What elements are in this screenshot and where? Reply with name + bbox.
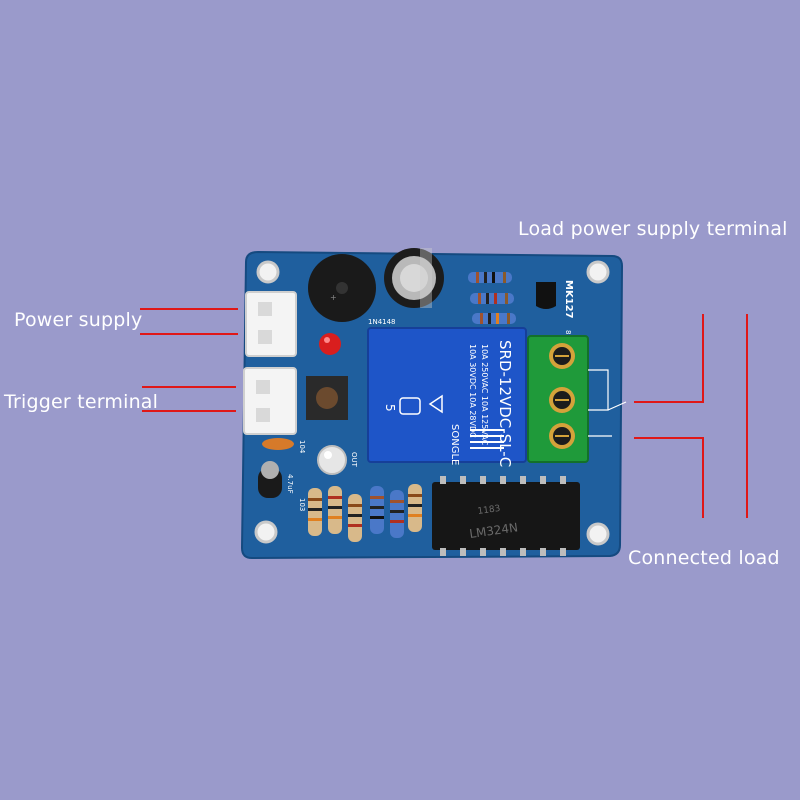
label-47uf: 4.7uF bbox=[286, 474, 294, 494]
svg-text:1183: 1183 bbox=[477, 504, 501, 517]
resistor-bank-bottom bbox=[308, 484, 422, 542]
label-104: 104 bbox=[298, 440, 306, 454]
resistor bbox=[472, 313, 516, 324]
svg-text:10A 30VDC 10A 28VDC: 10A 30VDC 10A 28VDC bbox=[468, 344, 477, 438]
small-capacitor bbox=[258, 461, 282, 498]
resistor bbox=[308, 488, 322, 536]
terminal-bracket-lines bbox=[588, 369, 627, 437]
screw-terminal bbox=[527, 335, 589, 463]
mounting-hole bbox=[254, 520, 278, 544]
red-wires bbox=[140, 308, 748, 518]
board-model-label: MK127 bbox=[563, 280, 574, 319]
resistor bbox=[328, 486, 342, 534]
screw bbox=[549, 343, 575, 369]
resistor bbox=[370, 486, 384, 534]
ic-chip: LM324N 1183 bbox=[432, 476, 580, 556]
resistor bbox=[390, 490, 404, 538]
ceramic-capacitor bbox=[262, 438, 294, 450]
label-load-power-supply-terminal: Load power supply terminal bbox=[518, 218, 788, 240]
resistor bbox=[468, 272, 512, 283]
svg-text:5: 5 bbox=[383, 404, 397, 412]
mounting-hole bbox=[586, 522, 610, 546]
diode-label: 1N4148 bbox=[368, 318, 396, 326]
resistor bbox=[348, 494, 362, 542]
svg-text:SONGLE: SONGLE bbox=[449, 424, 460, 465]
power-connector bbox=[245, 291, 297, 357]
relay: SRD-12VDC-SL-C 10A 250VAC 10A 125VAC 10A… bbox=[367, 327, 527, 467]
wire-load-supply bbox=[634, 314, 704, 403]
label-trigger-terminal: Trigger terminal bbox=[4, 391, 159, 413]
electrolytic-capacitor bbox=[384, 248, 444, 308]
wire-connected-load bbox=[634, 437, 704, 518]
resistor-group-top bbox=[468, 272, 516, 324]
mounting-hole bbox=[256, 260, 280, 284]
screw bbox=[549, 423, 575, 449]
label-connected-load: Connected load bbox=[628, 547, 780, 569]
resistor bbox=[470, 293, 514, 304]
label-103: 103 bbox=[298, 498, 306, 511]
trigger-connector bbox=[243, 367, 297, 435]
label-out: OUT bbox=[350, 452, 358, 468]
screw bbox=[549, 387, 575, 413]
buzzer: + bbox=[308, 254, 376, 322]
svg-text:+: + bbox=[330, 293, 337, 302]
mounting-hole bbox=[586, 260, 610, 284]
red-led bbox=[319, 333, 341, 355]
push-button bbox=[306, 376, 348, 420]
clear-led bbox=[317, 445, 347, 475]
svg-text:LM324N: LM324N bbox=[468, 520, 518, 541]
label-power-supply: Power supply bbox=[14, 309, 143, 331]
svg-text:10A 250VAC 10A 125VAC: 10A 250VAC 10A 125VAC bbox=[480, 344, 489, 446]
resistor bbox=[408, 484, 422, 532]
